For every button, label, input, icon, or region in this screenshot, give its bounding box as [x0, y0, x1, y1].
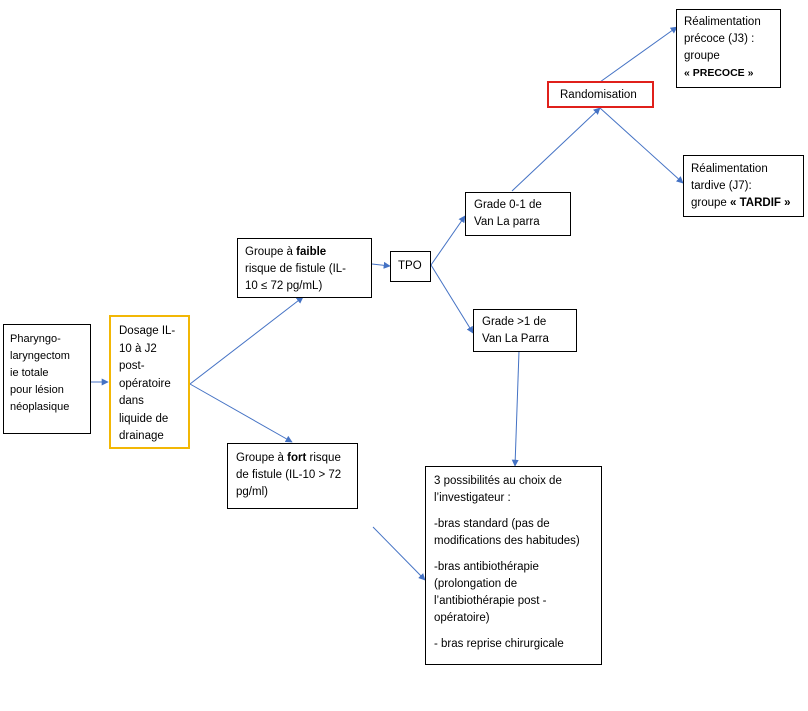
possibilites-arm1-2: modifications des habitudes) [434, 535, 580, 547]
node-tpo: TPO [390, 251, 431, 282]
precoce-line-4: « PRECOCE » [684, 67, 754, 79]
dosage-line-7: drainage [119, 430, 164, 442]
arrow-grade1-possibilites [511, 350, 520, 467]
possibilites-arm2-2: (prolongation de [434, 578, 518, 590]
fort-line-1-bold: fort [287, 452, 307, 464]
tardif-line-3-bold: « TARDIF » [730, 197, 791, 209]
node-pharyngo: Pharyngo- laryngectom ie totale pour lés… [3, 324, 91, 434]
faible-line-1-text: Groupe à [245, 246, 297, 258]
randomisation-label: Randomisation [560, 89, 637, 101]
tardif-line-3: groupe « TARDIF » [691, 195, 796, 212]
arrow-dosage-fort [189, 383, 293, 443]
fort-line-3: pg/ml) [236, 486, 268, 498]
pharyngo-line-2: laryngectom [10, 350, 70, 362]
grade01-line-1: Grade 0-1 de [474, 199, 542, 211]
possibilites-arm2-4: opératoire) [434, 612, 490, 624]
grade01-line-2: Van La parra [474, 216, 540, 228]
possibilites-intro-2: l’investigateur : [434, 492, 511, 504]
node-grade1: Grade >1 de Van La Parra [473, 309, 577, 352]
faible-line-1-bold: faible [296, 246, 327, 258]
faible-line-2: risque de fistule (IL- [245, 263, 346, 275]
faible-line-3: 10 ≤ 72 pg/mL) [245, 280, 323, 292]
fort-line-1: Groupe à fort risque [236, 450, 349, 467]
fort-line-1-text: Groupe à [236, 452, 288, 464]
precoce-line-3: groupe [684, 50, 720, 62]
precoce-line-2: précoce (J3) : [684, 33, 755, 45]
pharyngo-line-5: néoplasique [10, 401, 70, 413]
tardif-line-2: tardive (J7): [691, 180, 752, 192]
node-tardif: Réalimentation tardive (J7): groupe « TA… [683, 155, 804, 217]
node-precoce: Réalimentation précoce (J3) : groupe « P… [676, 9, 781, 88]
arrow-faible-tpo [371, 261, 391, 269]
dosage-line-2: 10 à J2 [119, 342, 157, 355]
arrow-randomisation-precoce [599, 26, 678, 83]
tardif-line-3-text: groupe [691, 197, 731, 209]
node-fort: Groupe à fort risque de fistule (IL-10 >… [227, 443, 358, 509]
possibilites-arm1-1: -bras standard (pas de [434, 518, 550, 530]
dosage-line-4: opératoire [119, 377, 171, 390]
pharyngo-line-4: pour lésion [10, 384, 64, 396]
node-possibilites: 3 possibilités au choix de l’investigate… [425, 466, 602, 665]
pharyngo-line-3: ie totale [10, 367, 49, 379]
dosage-line-5: dans [119, 395, 144, 407]
possibilites-intro-1: 3 possibilités au choix de [434, 475, 562, 487]
precoce-line-1: Réalimentation [684, 16, 761, 28]
arrow-fort-possibilites [372, 526, 426, 581]
possibilites-arm2-3: l’antibiothérapie post - [434, 595, 547, 607]
arrow-dosage-faible [189, 296, 304, 385]
arrow-tpo-grade01 [430, 215, 466, 266]
grade1-line-2: Van La Parra [482, 333, 549, 345]
node-dosage: Dosage IL- 10 à J2 post- opératoire dans… [109, 315, 190, 449]
arrow-randomisation-tardif [599, 107, 684, 184]
faible-line-1: Groupe à faible [245, 244, 364, 261]
fort-line-2: de fistule (IL-10 > 72 [236, 469, 342, 481]
fort-line-1-post: risque [306, 452, 341, 464]
possibilites-arm2-1: -bras antibiothérapie [434, 561, 539, 573]
dosage-line-6: liquide de [119, 412, 169, 425]
pharyngo-line-1: Pharyngo- [10, 333, 61, 345]
dosage-line-1: Dosage IL- [119, 325, 176, 337]
grade1-line-1: Grade >1 de [482, 316, 547, 328]
arrow-grade01-randomisation [511, 107, 601, 192]
dosage-line-3: post- [119, 360, 145, 372]
tpo-label: TPO [398, 260, 422, 272]
node-grade01: Grade 0-1 de Van La parra [465, 192, 571, 236]
node-randomisation: Randomisation [547, 81, 654, 108]
node-faible: Groupe à faible risque de fistule (IL- 1… [237, 238, 372, 298]
arrow-tpo-grade1 [430, 264, 474, 334]
tardif-line-1: Réalimentation [691, 163, 768, 175]
possibilites-arm3-1: - bras reprise chirurgicale [434, 638, 564, 650]
